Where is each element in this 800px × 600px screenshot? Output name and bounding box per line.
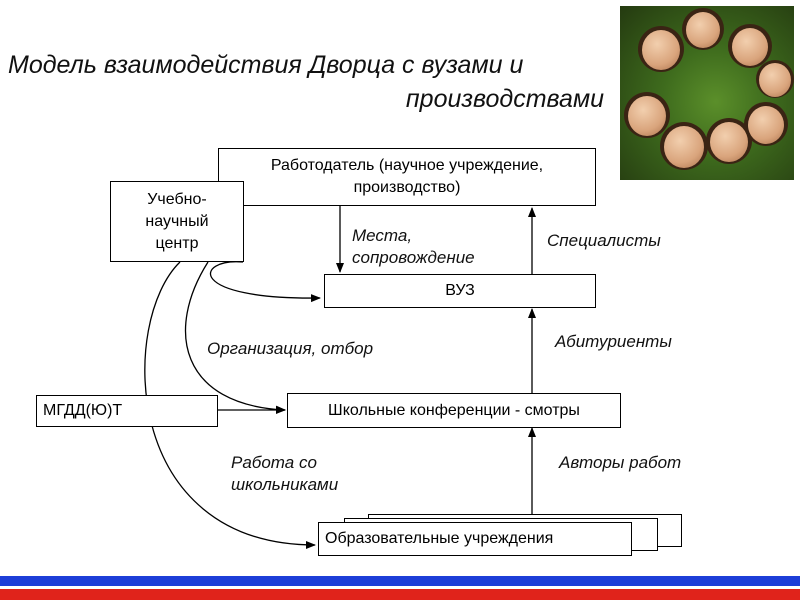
label-work-with-students: Работа со школьниками bbox=[231, 453, 339, 494]
box-employer-label: Работодатель (научное учреждение, произв… bbox=[270, 157, 544, 196]
box-edu: Образовательные учреждения bbox=[318, 522, 632, 556]
arrow-center-to-vuz bbox=[210, 261, 321, 303]
label-organization: Организация, отбор bbox=[207, 339, 374, 358]
label-specialists: Специалисты bbox=[547, 231, 661, 250]
footer-stripe-red bbox=[0, 589, 800, 600]
box-vuz: ВУЗ bbox=[324, 274, 596, 308]
box-mgdd-label: МГДД(Ю)Т bbox=[43, 402, 123, 419]
box-center-label: Учебно-научный центр bbox=[145, 190, 209, 252]
box-school-conf-label: Школьные конференции - смотры bbox=[328, 401, 580, 419]
group-photo bbox=[620, 6, 794, 180]
title-line-1: Модель взаимодействия Дворца с вузами и bbox=[8, 51, 524, 79]
box-center: Учебно-научный центр bbox=[110, 181, 244, 262]
label-places: Места, сопровождение bbox=[352, 226, 475, 267]
label-applicants: Абитуриенты bbox=[555, 332, 672, 351]
title-line-2: производствами bbox=[405, 85, 604, 113]
page-title: Модель взаимодействия Дворца с вузами и … bbox=[8, 48, 608, 116]
box-employer: Работодатель (научное учреждение, произв… bbox=[218, 148, 596, 206]
label-authors: Авторы работ bbox=[559, 453, 682, 472]
arrow-center-to-conf bbox=[184, 261, 286, 414]
footer-stripe-blue bbox=[0, 576, 800, 586]
box-mgdd: МГДД(Ю)Т bbox=[36, 395, 218, 427]
box-school-conf: Школьные конференции - смотры bbox=[287, 393, 621, 428]
box-edu-label: Образовательные учреждения bbox=[325, 530, 554, 547]
box-vuz-label: ВУЗ bbox=[445, 282, 475, 299]
